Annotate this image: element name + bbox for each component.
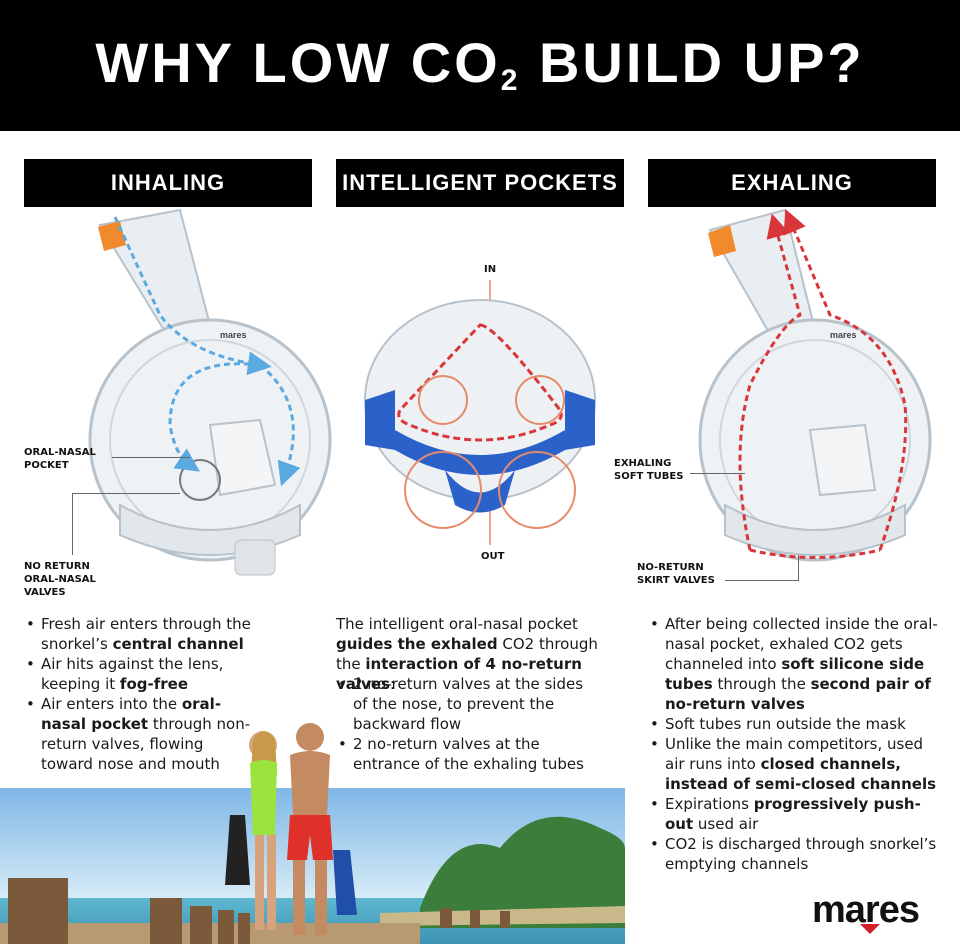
mask-brand-inhale: mares — [220, 330, 247, 340]
fins — [333, 850, 357, 915]
inhaling-mask-illustration: mares — [88, 208, 332, 576]
pocket-flow-triangle — [397, 323, 563, 442]
list-item: Unlike the main competitors, used air ru… — [648, 734, 944, 794]
leader-line — [72, 493, 180, 494]
list-item: 2 no-return valves at the sides of the n… — [336, 674, 596, 734]
dock-post — [218, 910, 234, 944]
pockets-header: INTELLIGENT POCKETS — [336, 159, 624, 207]
list-item: After being collected inside the oral-na… — [648, 614, 944, 714]
inhaling-bullets: Fresh air enters through the snorkel’s c… — [24, 614, 254, 774]
leader-line — [690, 473, 745, 474]
leader-line — [798, 555, 799, 581]
palm-trees — [420, 816, 625, 928]
dock-post — [500, 911, 510, 928]
inhaling-header: INHALING — [24, 159, 312, 207]
man-shorts — [287, 815, 333, 860]
title-bar: WHY LOW CO2 BUILD UP? — [0, 0, 960, 131]
list-item: Air enters into the oral-nasal pocket th… — [24, 694, 254, 774]
list-item: 2 no-return valves at the entrance of th… — [336, 734, 596, 774]
nose-valve-left — [418, 375, 468, 425]
dock-post — [8, 878, 68, 944]
exhaling-mask-illustration: mares — [698, 208, 932, 562]
title-subscript: 2 — [500, 64, 521, 97]
list-item: Soft tubes run outside the mask — [648, 714, 944, 734]
page-title: WHY LOW CO2 BUILD UP? — [0, 30, 960, 97]
pockets-illustration — [364, 280, 596, 545]
dock-post — [238, 913, 250, 944]
list-item: Air hits against the lens, keeping it fo… — [24, 654, 254, 694]
dock-post — [150, 898, 182, 944]
inhale-valve-ring — [179, 459, 221, 501]
exhaling-header: EXHALING — [648, 159, 936, 207]
list-item: Expirations progressively push-out used … — [648, 794, 944, 834]
pockets-bullets: 2 no-return valves at the sides of the n… — [336, 674, 596, 774]
tube-valve-left — [404, 451, 482, 529]
tube-valve-right — [498, 451, 576, 529]
logo-triangle-icon — [860, 924, 880, 934]
leader-line — [72, 493, 73, 555]
exhaling-bullets: After being collected inside the oral-na… — [648, 614, 944, 874]
label-in: IN — [484, 264, 497, 275]
list-item: Fresh air enters through the snorkel’s c… — [24, 614, 254, 654]
nose-valve-right — [515, 375, 565, 425]
dock-post — [440, 908, 452, 928]
leader-line — [112, 457, 190, 458]
dock-post — [470, 910, 480, 928]
label-out: OUT — [481, 551, 505, 562]
snorkelers-photo — [225, 723, 357, 935]
leader-line — [725, 580, 799, 581]
fins — [225, 815, 250, 885]
mask-brand-exhale: mares — [830, 330, 857, 340]
left-strap — [365, 390, 395, 450]
title-end: BUILD UP? — [520, 31, 865, 94]
list-item: CO2 is discharged through snorkel’s empt… — [648, 834, 944, 874]
title-main: WHY LOW CO — [95, 31, 501, 94]
woman-swimsuit — [250, 760, 277, 835]
dock-post — [190, 906, 212, 944]
right-strap — [565, 390, 595, 450]
